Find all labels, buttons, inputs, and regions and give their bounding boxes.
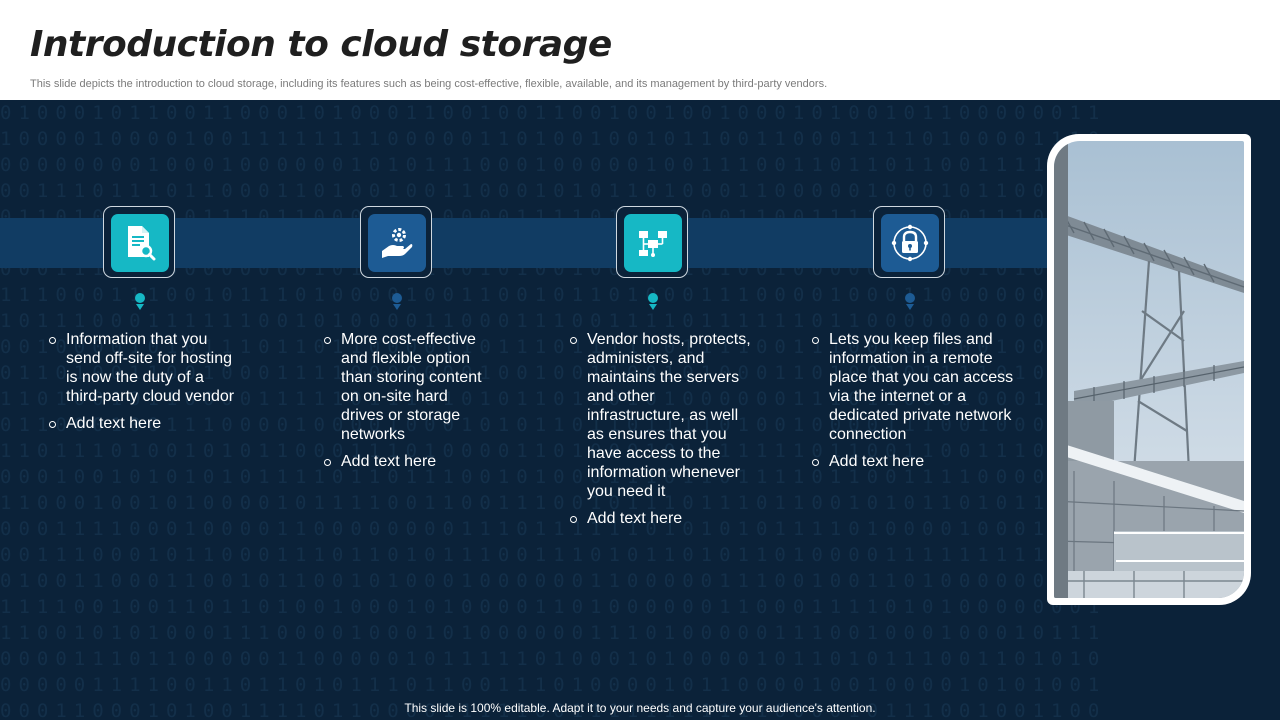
feature-1-icon-card — [103, 206, 175, 278]
network-diagram-icon — [624, 214, 682, 272]
list-item: Add text here — [811, 452, 1016, 471]
content-area: 0100010110011000101000110010011001001001… — [0, 100, 1280, 720]
feature-2-text: More cost-effective and flexible option … — [323, 330, 488, 479]
document-search-icon — [111, 214, 169, 272]
industrial-structure-photo — [1054, 141, 1244, 598]
location-pin-icon — [648, 293, 658, 310]
list-item: Add text here — [569, 509, 754, 528]
feature-4-text: Lets you keep files and information in a… — [811, 330, 1016, 479]
list-item: More cost-effective and flexible option … — [323, 330, 488, 444]
page-subtitle: This slide depicts the introduction to c… — [30, 78, 828, 90]
feature-1-text: Information that you send off-site for h… — [48, 330, 238, 441]
list-item: Add text here — [48, 414, 238, 433]
feature-3-text: Vendor hosts, protects, administers, and… — [569, 330, 754, 536]
location-pin-icon — [135, 293, 145, 310]
list-item: Information that you send off-site for h… — [48, 330, 238, 406]
hand-gear-icon — [368, 214, 426, 272]
list-item: Lets you keep files and information in a… — [811, 330, 1016, 444]
slide-header: Introduction to cloud storage This slide… — [0, 0, 1280, 100]
page-title: Introduction to cloud storage — [30, 24, 612, 65]
photo-frame — [1047, 134, 1251, 605]
location-pin-icon — [905, 293, 915, 310]
list-item: Vendor hosts, protects, administers, and… — [569, 330, 754, 501]
feature-2-icon-card — [360, 206, 432, 278]
feature-4-icon-card — [873, 206, 945, 278]
location-pin-icon — [392, 293, 402, 310]
feature-3-icon-card — [616, 206, 688, 278]
secure-lock-icon — [881, 214, 939, 272]
footer-note: This slide is 100% editable. Adapt it to… — [404, 701, 876, 715]
list-item: Add text here — [323, 452, 488, 471]
